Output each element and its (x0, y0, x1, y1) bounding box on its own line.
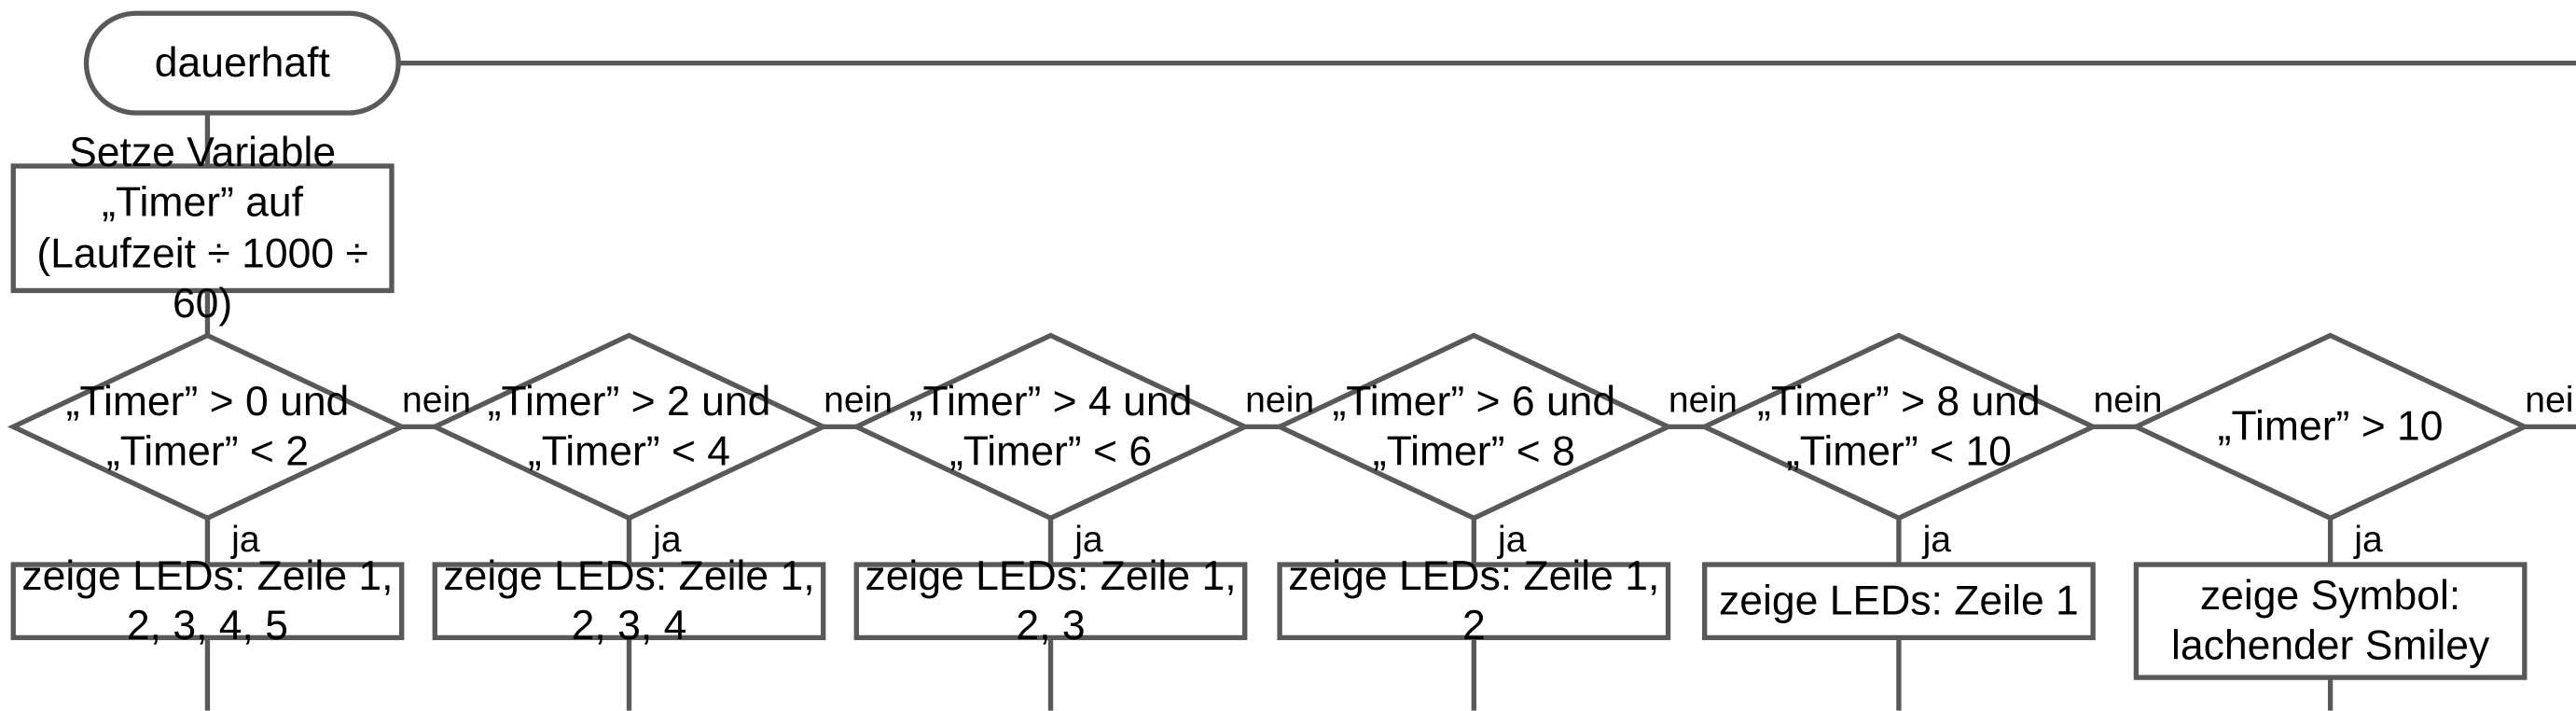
action-box-5-shape (1702, 562, 2096, 641)
action-box-6-shape (2133, 562, 2528, 680)
action-box-1-shape (10, 562, 405, 641)
setup-box-shape (10, 163, 395, 294)
diamond-2-shape (428, 332, 829, 522)
action-box-2-shape (432, 562, 826, 641)
diamond-3-shape (851, 332, 1252, 522)
loopback-edge (398, 60, 2576, 66)
diamond-6-shape (2130, 332, 2531, 522)
diamond-5-shape (1698, 332, 2099, 522)
action-box-3-shape (853, 562, 1248, 641)
diamond-4-shape (1273, 332, 1674, 522)
diamond-1-shape (7, 332, 408, 522)
action-box-4-shape (1277, 562, 1671, 641)
start-oval-shape (83, 10, 401, 116)
